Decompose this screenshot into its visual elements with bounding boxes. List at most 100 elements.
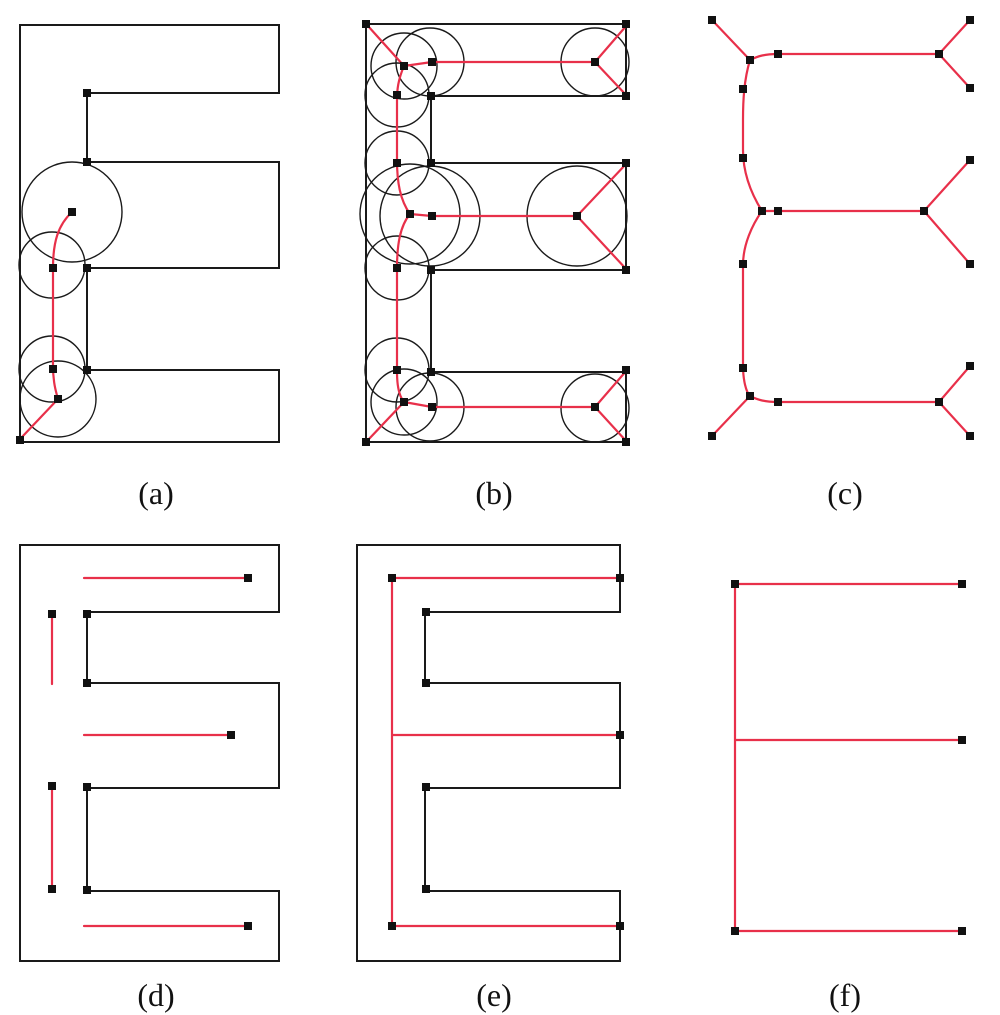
node-marker: [83, 610, 91, 618]
node-marker: [739, 154, 747, 162]
panel-a-disk: [21, 161, 123, 263]
node-marker: [591, 58, 599, 66]
panel-f-skeleton: [733, 582, 964, 933]
node-marker: [83, 886, 91, 894]
node-marker: [83, 783, 91, 791]
panel-e-nodes: [388, 574, 624, 930]
node-marker: [83, 264, 91, 272]
node-marker: [428, 212, 436, 220]
node-marker: [393, 159, 401, 167]
node-marker: [16, 436, 24, 444]
node-marker: [388, 574, 396, 582]
panel-c-nodes: [708, 16, 974, 440]
node-marker: [427, 159, 435, 167]
panel-label-b: (b): [475, 475, 512, 511]
node-marker: [400, 398, 408, 406]
panel-label-a: (a): [138, 475, 174, 511]
panel-a-letter-outline: [19, 24, 280, 443]
node-marker: [48, 885, 56, 893]
panel-e-skeleton: [390, 576, 622, 928]
panel-b-nodes: [362, 20, 630, 446]
node-marker: [68, 208, 76, 216]
node-marker: [83, 158, 91, 166]
node-marker: [83, 89, 91, 97]
panel-b-disk: [370, 368, 438, 436]
node-marker: [83, 366, 91, 374]
node-marker: [746, 56, 754, 64]
node-marker: [746, 392, 754, 400]
panel-label-c: (c): [827, 475, 863, 511]
node-marker: [427, 92, 435, 100]
node-marker: [422, 783, 430, 791]
node-marker: [393, 366, 401, 374]
panel-c-skeleton: [760, 158, 972, 266]
node-marker: [731, 927, 739, 935]
panel-e-letter-outline: [356, 544, 621, 962]
node-marker: [422, 679, 430, 687]
node-marker: [393, 264, 401, 272]
node-marker: [739, 260, 747, 268]
node-marker: [774, 398, 782, 406]
node-marker: [49, 365, 57, 373]
panel-f-nodes: [731, 580, 966, 935]
panel-b-disk: [359, 163, 461, 265]
node-marker: [393, 91, 401, 99]
panel-b-skeleton: [408, 161, 629, 272]
node-marker: [622, 438, 630, 446]
node-marker: [400, 62, 408, 70]
node-marker: [739, 85, 747, 93]
node-marker: [616, 574, 624, 582]
node-marker: [622, 366, 630, 374]
panel-d-letter-outline: [19, 544, 280, 962]
node-marker: [422, 608, 430, 616]
node-marker: [428, 403, 436, 411]
node-marker: [362, 20, 370, 28]
node-marker: [966, 156, 974, 164]
panel-b-skeleton: [366, 24, 412, 442]
node-marker: [422, 885, 430, 893]
panel-a-skeleton: [20, 210, 74, 439]
node-marker: [708, 16, 716, 24]
panel-b-letter-outline: [365, 23, 627, 443]
node-marker: [573, 212, 581, 220]
node-marker: [49, 264, 57, 272]
panel-label-e: (e): [476, 977, 512, 1013]
node-marker: [935, 50, 943, 58]
panel-a-disk: [19, 360, 97, 438]
node-marker: [774, 207, 782, 215]
node-marker: [244, 574, 252, 582]
node-marker: [48, 782, 56, 790]
node-marker: [616, 731, 624, 739]
panel-label-f: (f): [829, 977, 861, 1013]
node-marker: [731, 580, 739, 588]
node-marker: [966, 260, 974, 268]
node-marker: [244, 922, 252, 930]
node-marker: [227, 731, 235, 739]
node-marker: [935, 398, 943, 406]
node-marker: [616, 922, 624, 930]
node-marker: [966, 432, 974, 440]
node-marker: [758, 207, 766, 215]
node-marker: [958, 927, 966, 935]
node-marker: [622, 92, 630, 100]
node-marker: [966, 84, 974, 92]
panel-d: [19, 544, 280, 962]
node-marker: [708, 432, 716, 440]
node-marker: [622, 159, 630, 167]
panel-b: [359, 20, 630, 446]
node-marker: [427, 368, 435, 376]
node-marker: [958, 580, 966, 588]
node-marker: [48, 610, 56, 618]
panel-a-nodes: [16, 89, 91, 444]
panel-c: [708, 16, 974, 440]
panel-e: [356, 544, 624, 962]
node-marker: [966, 362, 974, 370]
panel-d-nodes: [48, 574, 252, 930]
node-marker: [362, 438, 370, 446]
node-marker: [388, 922, 396, 930]
node-marker: [428, 58, 436, 66]
node-marker: [739, 364, 747, 372]
node-marker: [54, 395, 62, 403]
node-marker: [591, 403, 599, 411]
